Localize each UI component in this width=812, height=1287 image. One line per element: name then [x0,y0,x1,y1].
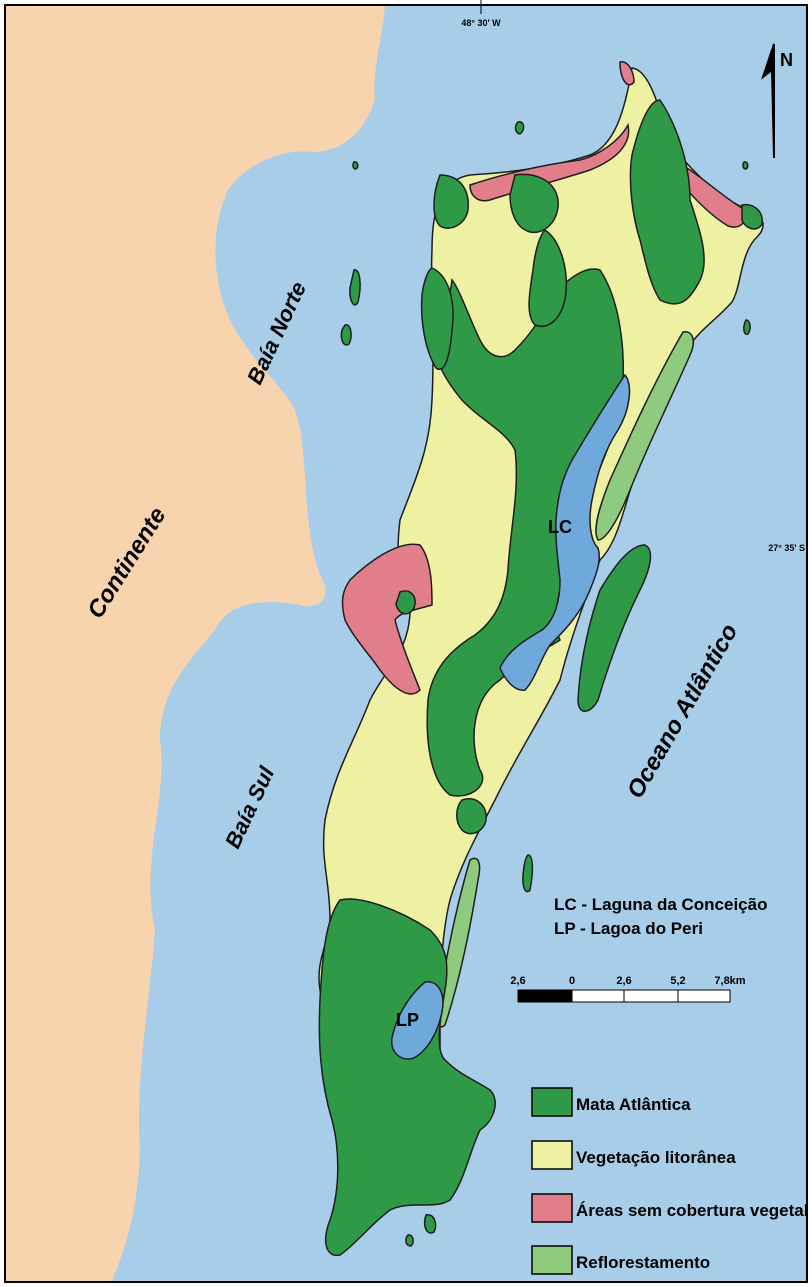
forest-islet-5 [514,121,525,135]
bare-area-northeast [679,163,747,228]
legend: Mata Atlântica Vegetação litorânea Áreas… [531,1087,808,1275]
scale-seg-4 [677,989,731,1003]
reforestation-east [595,331,694,541]
forest-south-islet [456,798,487,835]
continent-area [6,6,385,1281]
forest-islet-4 [741,203,763,230]
north-arrow: N [761,43,793,159]
scale-label-4: 5,2 [670,975,685,987]
bare-area-tip [619,61,635,86]
north-arrow-icon [761,43,775,159]
forest-islet-3 [743,319,751,336]
legend-label-reforestation: Reflorestamento [576,1253,710,1272]
forest-islet-8 [395,590,416,615]
legend-label-atlantic-forest: Mata Atlântica [576,1095,691,1114]
forest-northeast [629,99,705,305]
legend-swatch-coastal-vegetation [531,1140,573,1170]
forest-northwest [433,174,469,229]
legend-label-coastal-vegetation: Vegetação litorânea [576,1148,736,1167]
lagoon-peri [391,981,444,1060]
forest-islet-9 [742,161,749,170]
lagoon-conceicao [499,373,631,691]
forest-islet-10 [352,161,359,170]
label-lagoon-lp: LP [396,1010,419,1030]
forest-west [420,267,454,371]
label-lagoon-lc: LC [548,517,572,537]
scale-seg-3 [623,989,679,1003]
latitude-label: 27° 35' S [768,543,805,553]
forest-east-coast [577,544,652,712]
note-lp: LP - Lagoa do Peri [554,919,703,938]
bare-area-center [341,543,433,695]
legend-swatch-bare-areas [531,1193,573,1223]
legend-label-bare-areas: Áreas sem cobertura vegetal [576,1201,808,1220]
scale-seg-2 [571,989,625,1003]
lagoons [391,373,631,1060]
forest-north-small [509,173,559,234]
bare-area-north [469,122,630,202]
forest-east-islet [522,854,534,893]
scale-label-1: 2,6 [510,975,525,987]
forest-upper-middle [528,229,567,327]
legend-swatch-atlantic-forest [531,1087,573,1117]
scale-seg-1 [517,989,573,1003]
forest-south [318,898,496,1256]
reforestation-south [436,857,481,1028]
forest-islet-1 [349,269,361,306]
longitude-label: 48° 30' W [461,18,501,28]
atlantic-forest-areas [318,99,763,1256]
note-lc: LC - Laguna da Conceição [554,895,767,914]
bare-areas [341,61,747,695]
forest-islet-2 [340,324,352,346]
forest-islet-6 [423,1214,437,1234]
legend-swatch-reforestation [531,1245,573,1275]
reforestation-areas [436,331,694,1028]
scale-label-2: 0 [569,975,575,987]
forest-islet-7 [405,1234,414,1247]
north-arrow-label: N [780,50,793,70]
scale-label-3: 2,6 [616,975,631,987]
scale-bar: 2,6 0 2,6 5,2 7,8km [510,975,746,1003]
scale-label-5: 7,8km [714,975,745,987]
